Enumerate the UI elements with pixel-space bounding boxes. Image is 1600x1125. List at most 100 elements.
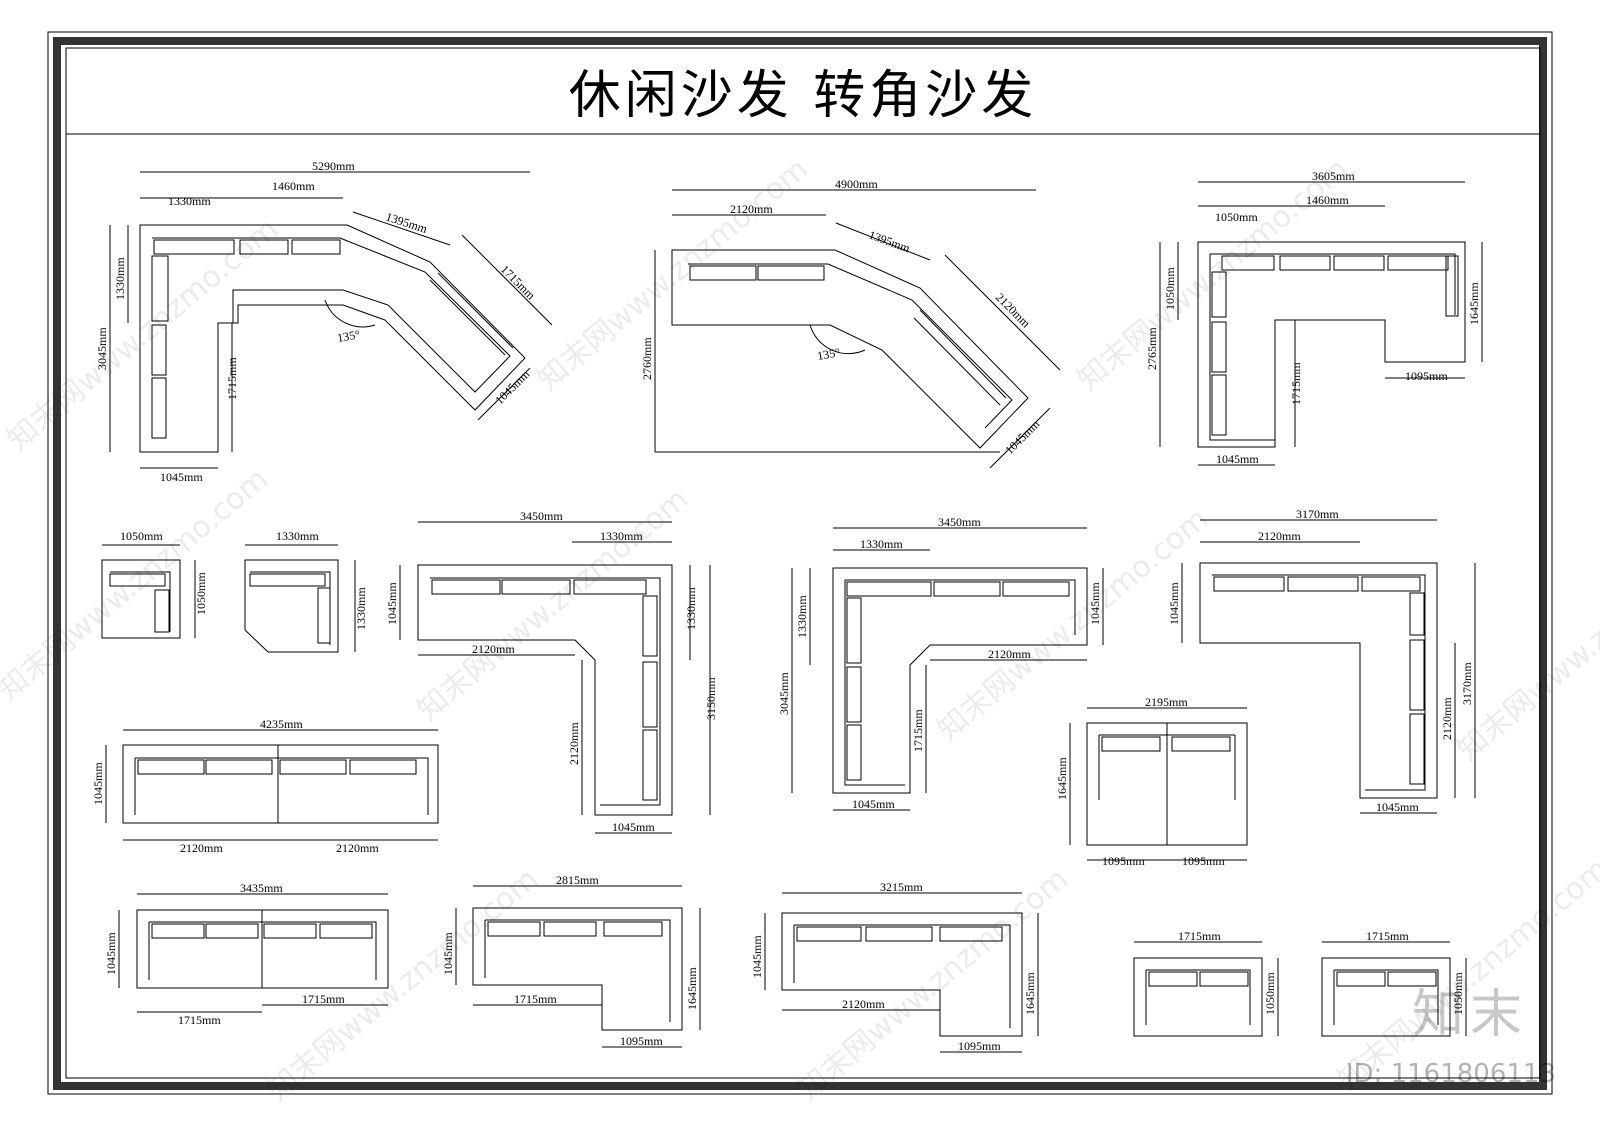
drawing-border — [65, 47, 1541, 1079]
d1-dim-f: 1330mm — [113, 257, 127, 300]
d2-dim-d: 1045mm — [1002, 417, 1043, 458]
d7-overall-dim: 3450mm — [938, 515, 981, 529]
sheet-title: 休闲沙发 转角沙发 — [568, 65, 1038, 126]
inner-frame — [53, 37, 1547, 1090]
d8-overall-dim: 3170mm — [1296, 507, 1339, 521]
d11-dim-a: 1045mm — [104, 932, 118, 975]
d7-dim-b: 1330mm — [795, 595, 809, 638]
d6-overall-dim: 3450mm — [520, 509, 563, 523]
sofa-plan-d7 — [791, 527, 1104, 811]
d6-dim-c: 2120mm — [472, 642, 515, 656]
d13-dim-b: 2120mm — [842, 997, 885, 1011]
sofa-plan-d15 — [1321, 941, 1467, 1037]
d10-dim-c: 1095mm — [1182, 854, 1225, 868]
d3-dim-g: 1715mm — [1289, 362, 1303, 405]
d15-width-dim: 1715mm — [1366, 929, 1409, 943]
d1-dim-d: 1715mm — [498, 262, 539, 303]
d3-dim-b: 1460mm — [1306, 193, 1349, 207]
d4-height-dim: 1050mm — [194, 572, 208, 615]
d2-dim-e: 2760mm — [640, 337, 654, 380]
d9-dim-c: 2120mm — [336, 841, 379, 855]
d1-dim-c: 1395mm — [384, 210, 430, 237]
d2-dim-a: 2120mm — [730, 202, 773, 216]
d1-angle: 135° — [336, 327, 361, 345]
d8-dim-c: 3170mm — [1460, 662, 1474, 705]
d4-width-dim: 1050mm — [120, 529, 163, 543]
d6-dim-g: 1045mm — [612, 820, 655, 834]
d12-dim-c: 1645mm — [685, 967, 699, 1010]
sofa-plan-d11 — [118, 893, 389, 1013]
sofa-plan-d5 — [244, 544, 356, 653]
d1-dim-e: 1045mm — [492, 367, 533, 408]
d9-dim-b: 2120mm — [180, 841, 223, 855]
sofa-plan-d2 — [654, 189, 1061, 469]
d15-height-dim: 1050mm — [1451, 972, 1465, 1015]
d13-dim-a: 1045mm — [750, 935, 764, 978]
d1-dim-i: 1045mm — [160, 470, 203, 484]
d12-dim-a: 1045mm — [441, 932, 455, 975]
d1-overall-dim: 5290mm — [312, 159, 355, 173]
sofa-plan-d9 — [105, 729, 439, 841]
d7-dim-a: 1330mm — [860, 537, 903, 551]
sofa-plan-d4 — [101, 544, 196, 639]
sofa-plan-d3 — [1159, 181, 1483, 466]
d12-overall-dim: 2815mm — [556, 873, 599, 887]
d7-dim-d: 2120mm — [988, 647, 1031, 661]
d6-dim-a: 1330mm — [600, 529, 643, 543]
sofa-plan-d6 — [399, 521, 711, 834]
d2-dim-c: 2120mm — [993, 290, 1034, 331]
d14-height-dim: 1050mm — [1263, 972, 1277, 1015]
d13-overall-dim: 3215mm — [880, 880, 923, 894]
brand-logo: 知末 — [1411, 985, 1528, 1045]
d10-dim-b: 1095mm — [1102, 854, 1145, 868]
d8-dim-a: 2120mm — [1258, 529, 1301, 543]
d9-dim-a: 1045mm — [91, 762, 105, 805]
d12-dim-b: 1715mm — [514, 992, 557, 1006]
d6-dim-f: 2120mm — [567, 722, 581, 765]
d3-dim-d: 2765mm — [1145, 327, 1159, 370]
d5-width-dim: 1330mm — [276, 529, 319, 543]
d7-dim-g: 1045mm — [852, 797, 895, 811]
d6-dim-b: 1045mm — [385, 582, 399, 625]
d3-dim-c: 1050mm — [1163, 267, 1177, 310]
d11-overall-dim: 3435mm — [240, 881, 283, 895]
d8-dim-b: 1045mm — [1167, 582, 1181, 625]
d2-dim-b: 1395mm — [867, 228, 913, 256]
d7-dim-f: 1715mm — [911, 709, 925, 752]
d10-dim-a: 1645mm — [1055, 757, 1069, 800]
d6-dim-d: 1330mm — [684, 587, 698, 630]
sofa-plan-d14 — [1133, 941, 1279, 1037]
d11-dim-b: 1715mm — [178, 1013, 221, 1027]
d8-dim-e: 1045mm — [1376, 800, 1419, 814]
d2-angle: 135° — [816, 345, 841, 363]
sofa-plan-d12 — [455, 885, 701, 1048]
d12-dim-d: 1095mm — [620, 1034, 663, 1048]
d5-height-dim: 1330mm — [354, 587, 368, 630]
sofa-plan-d13 — [764, 892, 1039, 1053]
d7-dim-e: 3045mm — [777, 672, 791, 715]
d14-width-dim: 1715mm — [1178, 929, 1221, 943]
d1-dim-h: 1715mm — [225, 357, 239, 400]
d3-dim-h: 1045mm — [1216, 452, 1259, 466]
d7-dim-c: 1045mm — [1088, 582, 1102, 625]
d3-overall-dim: 3605mm — [1312, 169, 1355, 183]
d13-dim-c: 1645mm — [1023, 972, 1037, 1015]
d1-dim-b: 1460mm — [272, 179, 315, 193]
d9-overall-dim: 4235mm — [260, 717, 303, 731]
d10-overall-dim: 2195mm — [1145, 695, 1188, 709]
d13-dim-d: 1095mm — [958, 1039, 1001, 1053]
d3-dim-a: 1050mm — [1215, 210, 1258, 224]
d11-dim-c: 1715mm — [302, 992, 345, 1006]
sofa-plan-d10 — [1069, 707, 1248, 861]
d3-dim-e: 1645mm — [1467, 282, 1481, 325]
d1-dim-a: 1330mm — [168, 194, 211, 208]
d1-dim-g: 3045mm — [95, 327, 109, 370]
d6-dim-e: 3150mm — [704, 677, 718, 720]
d8-dim-d: 2120mm — [1440, 697, 1454, 740]
image-id-label: ID: 1161806113 — [1345, 1059, 1556, 1089]
sofa-plan-d1 — [109, 171, 553, 469]
sofa-plan-d8 — [1181, 519, 1476, 814]
d3-dim-f: 1095mm — [1405, 369, 1448, 383]
outer-frame — [47, 31, 1553, 1095]
